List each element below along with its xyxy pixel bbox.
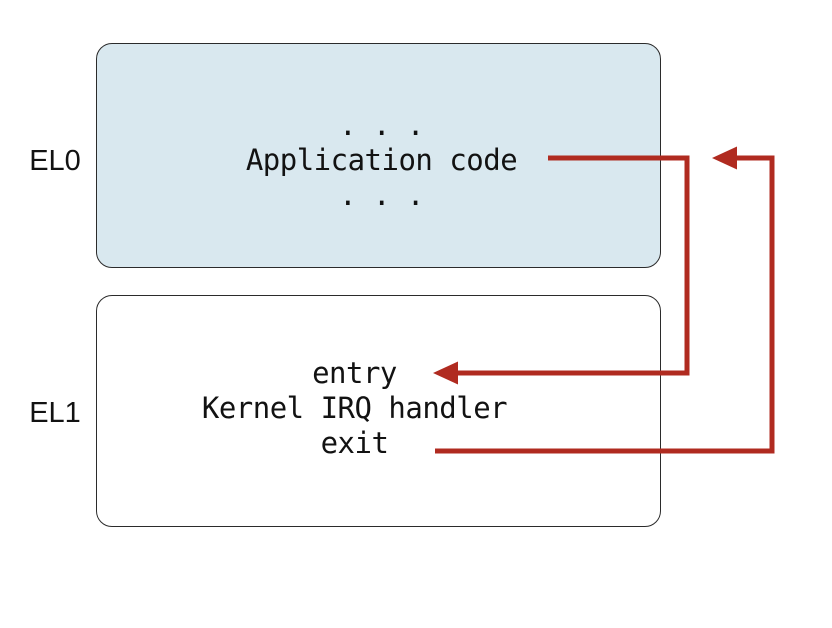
el0-label: EL0 [29,145,81,177]
irq-return-arrowhead [712,146,737,170]
ellipsis-top: . . . [339,108,424,142]
el1-label: EL1 [29,397,81,429]
irq-exit-label: exit [320,426,389,460]
kernel-irq-handler-text: Kernel IRQ handler [201,391,508,425]
application-code-text: Application code [245,143,518,177]
ellipsis-bottom: . . . [339,178,424,212]
irq-entry-label: entry [312,356,397,390]
